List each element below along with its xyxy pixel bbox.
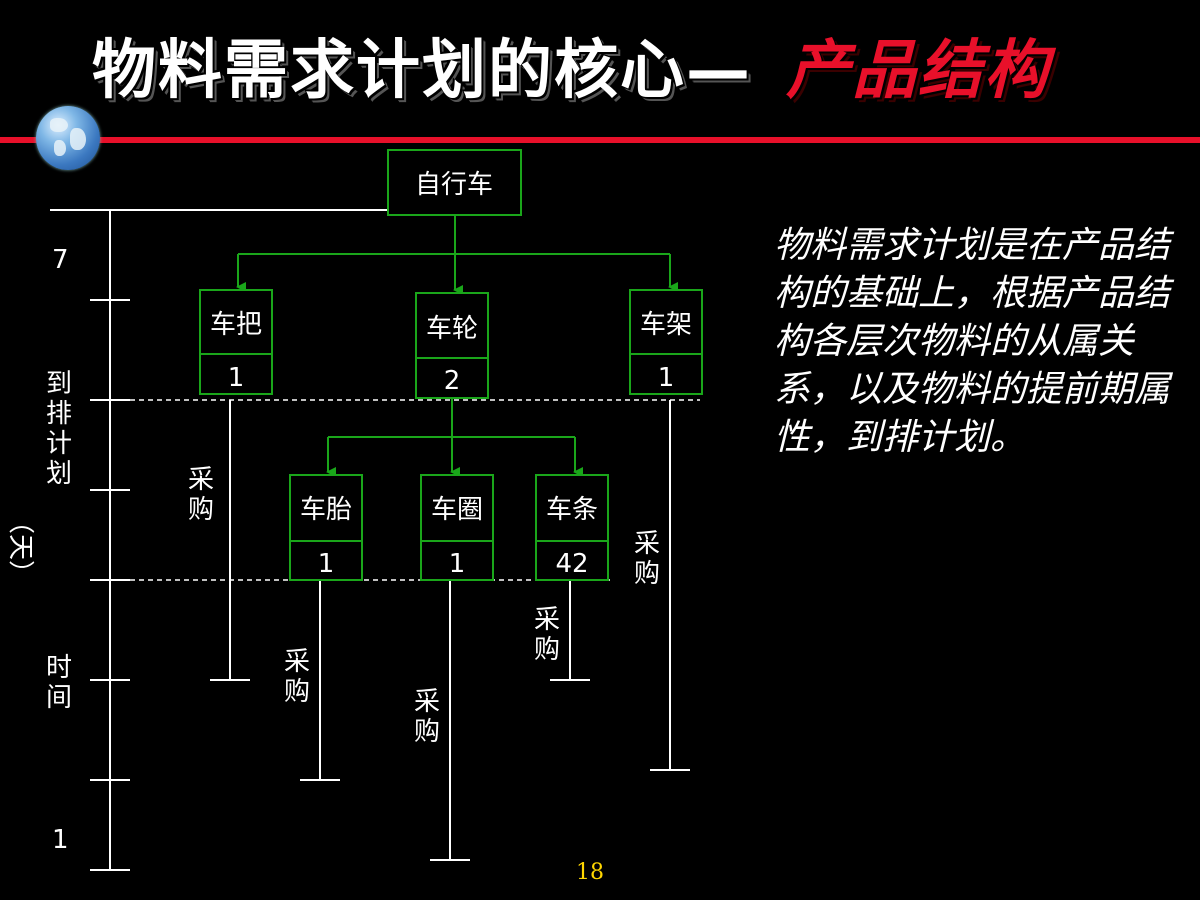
axis-unit: （天） <box>5 508 35 586</box>
purchase-label: 购 <box>284 677 310 707</box>
axis-time-char: 间 <box>46 683 72 713</box>
component-boxes <box>199 149 703 581</box>
node-tire-qty: 1 <box>318 549 335 579</box>
purchase-label: 采 <box>284 647 310 677</box>
connectors <box>236 215 678 477</box>
purchase-label: 采 <box>414 687 440 717</box>
node-spoke-name: 车条 <box>546 495 598 525</box>
node-frame-name: 车架 <box>640 310 692 340</box>
node-spoke-qty: 42 <box>555 549 588 579</box>
node-wheel-name: 车轮 <box>426 314 478 344</box>
slide-title: 物料需求计划的核心— 产品结构 <box>92 26 1050 116</box>
purchase-label: 购 <box>188 495 214 525</box>
title-main: 物料需求计划的核心— <box>92 34 752 108</box>
axis-caption-char: 到 <box>46 369 72 399</box>
box-wheel <box>415 292 489 399</box>
box-spoke <box>535 474 609 581</box>
node-frame-qty: 1 <box>658 363 675 393</box>
node-rim-name: 车圈 <box>431 495 483 525</box>
purchase-label: 购 <box>634 559 660 589</box>
node-root-name: 自行车 <box>415 170 493 200</box>
box-tire <box>289 474 363 581</box>
time-axis <box>50 209 388 871</box>
purchase-label: 采 <box>188 465 214 495</box>
page-number: 18 <box>576 860 604 885</box>
axis-caption-char: 计 <box>46 429 72 459</box>
purchase-label: 购 <box>534 635 560 665</box>
box-frame <box>629 289 703 395</box>
purchase-label: 采 <box>634 529 660 559</box>
node-tire-name: 车胎 <box>300 495 352 525</box>
level-dashed-lines <box>130 399 700 581</box>
globe-icon <box>36 106 100 170</box>
node-rim-qty: 1 <box>449 549 466 579</box>
box-rim <box>420 474 494 581</box>
axis-time-char: 时 <box>46 653 72 683</box>
description-text: 物料需求计划是在产品结构的基础上，根据产品结构各层次物料的从属关系，以及物料的提… <box>774 225 1171 458</box>
node-handlebar-name: 车把 <box>210 310 262 340</box>
purchase-label: 购 <box>414 717 440 747</box>
node-handlebar-qty: 1 <box>228 363 245 393</box>
title-highlight: 产品结构 <box>786 34 1050 108</box>
box-handlebar <box>199 289 273 395</box>
box-root <box>387 149 522 216</box>
lead-time-bars <box>210 400 690 861</box>
axis-label-bottom: 1 <box>52 825 69 855</box>
axis-caption-char: 划 <box>46 459 72 489</box>
title-divider <box>0 137 1200 143</box>
axis-label-top: 7 <box>52 245 69 275</box>
axis-caption-char: 排 <box>46 399 72 429</box>
node-wheel-qty: 2 <box>444 366 461 396</box>
purchase-label: 采 <box>534 605 560 635</box>
